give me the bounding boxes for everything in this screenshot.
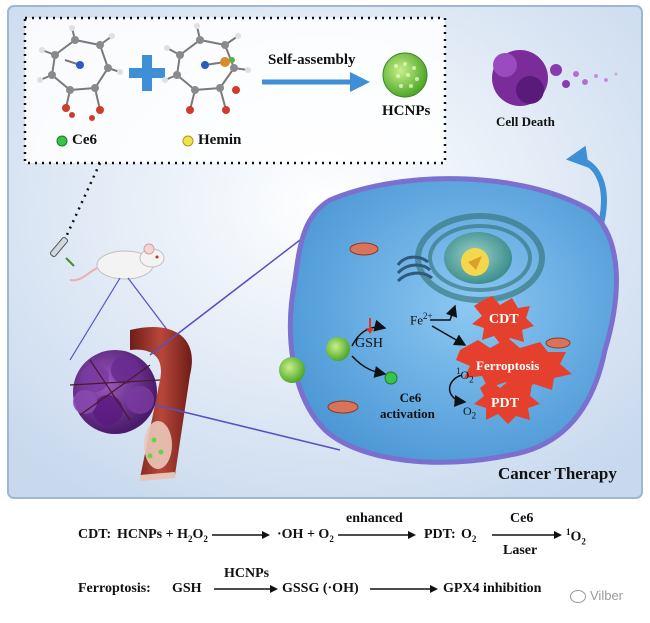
syringe-icon bbox=[49, 236, 75, 267]
ce6-atoms bbox=[37, 25, 123, 121]
gsh-label: GSH bbox=[355, 336, 384, 351]
ce6-arrow bbox=[351, 355, 387, 378]
injection-line bbox=[58, 162, 102, 251]
gpx4-reaction-arrow bbox=[370, 585, 438, 593]
singlet-oxygen-product: 1O2 bbox=[566, 527, 586, 547]
ce6-released bbox=[384, 371, 398, 385]
cdt-equation-reactants: HCNPs + H2O2 bbox=[117, 527, 208, 544]
enhanced-label: enhanced bbox=[346, 511, 403, 526]
hcnps-catalyst-label: HCNPs bbox=[224, 566, 270, 581]
pdt-label: PDT bbox=[491, 396, 519, 411]
cell-death-label: Cell Death bbox=[496, 114, 555, 129]
gsh-arrow bbox=[351, 319, 387, 347]
tumor bbox=[69, 350, 161, 434]
fe-cdt-arrow bbox=[430, 304, 458, 321]
hemin-atoms bbox=[162, 23, 251, 114]
therapy-arrowhead bbox=[565, 145, 589, 168]
zoom-line-3 bbox=[149, 239, 301, 356]
pdt-reactant: O2 bbox=[461, 527, 477, 544]
pdt-burst bbox=[474, 380, 540, 424]
cdt-reaction-arrow bbox=[212, 531, 270, 539]
dying-cell bbox=[492, 50, 618, 106]
ferroptosis-equation-prefix: Ferroptosis: bbox=[78, 581, 151, 596]
cancer-therapy-label: Cancer Therapy bbox=[498, 464, 617, 483]
cdt-label: CDT bbox=[489, 312, 519, 327]
zoom-line-1 bbox=[69, 277, 121, 361]
mitochondria bbox=[327, 242, 571, 414]
zoom-line-4 bbox=[154, 404, 341, 451]
gsh-reaction-arrow bbox=[214, 585, 278, 593]
laser-label: Laser bbox=[503, 543, 538, 558]
ce6-label: Ce6 bbox=[72, 132, 97, 148]
plus-icon bbox=[129, 55, 165, 91]
ce6-catalyst-label: Ce6 bbox=[510, 511, 534, 526]
hemin-dot bbox=[182, 135, 194, 147]
o2-cycle-arrow bbox=[448, 374, 467, 407]
mouse-icon bbox=[69, 243, 165, 282]
nanoparticle-outside bbox=[279, 357, 305, 383]
blood-vessel bbox=[130, 327, 192, 481]
gsh-reactant: GSH bbox=[172, 581, 202, 596]
ce6-dot bbox=[56, 135, 68, 147]
self-assembly-label: Self-assembly bbox=[268, 52, 356, 68]
nanoparticle-inside bbox=[326, 337, 350, 361]
ferroptosis-label: Ferroptosis bbox=[476, 358, 540, 373]
wechat-icon bbox=[570, 590, 586, 604]
hcnps-particle bbox=[382, 52, 428, 98]
golgi bbox=[396, 255, 433, 283]
fe2-label: Fe2+ bbox=[410, 311, 433, 328]
pdt-reaction-arrow bbox=[492, 531, 562, 539]
hcnps-texture bbox=[394, 62, 419, 88]
gpx4-inhibition: GPX4 inhibition bbox=[443, 581, 542, 596]
watermark: Vilber bbox=[570, 588, 623, 604]
pdt-equation-prefix: PDT: bbox=[424, 527, 456, 542]
oh-o2-products: ·OH + O2 bbox=[277, 527, 334, 544]
self-assembly-arrowhead bbox=[350, 72, 370, 92]
fe-ferro-arrow bbox=[431, 325, 467, 346]
oxygen-label: O2 bbox=[463, 404, 477, 421]
gssg-product: GSSG (·OH) bbox=[282, 581, 359, 596]
cdt-burst bbox=[472, 296, 534, 346]
hcnps-label: HCNPs bbox=[382, 103, 431, 119]
ferroptosis-burst bbox=[456, 338, 572, 392]
enhanced-arrow bbox=[338, 531, 416, 539]
hemin-label: Hemin bbox=[198, 132, 242, 148]
singlet-oxygen-label: 1O2 bbox=[456, 366, 474, 385]
cdt-equation-prefix: CDT: bbox=[78, 527, 112, 542]
